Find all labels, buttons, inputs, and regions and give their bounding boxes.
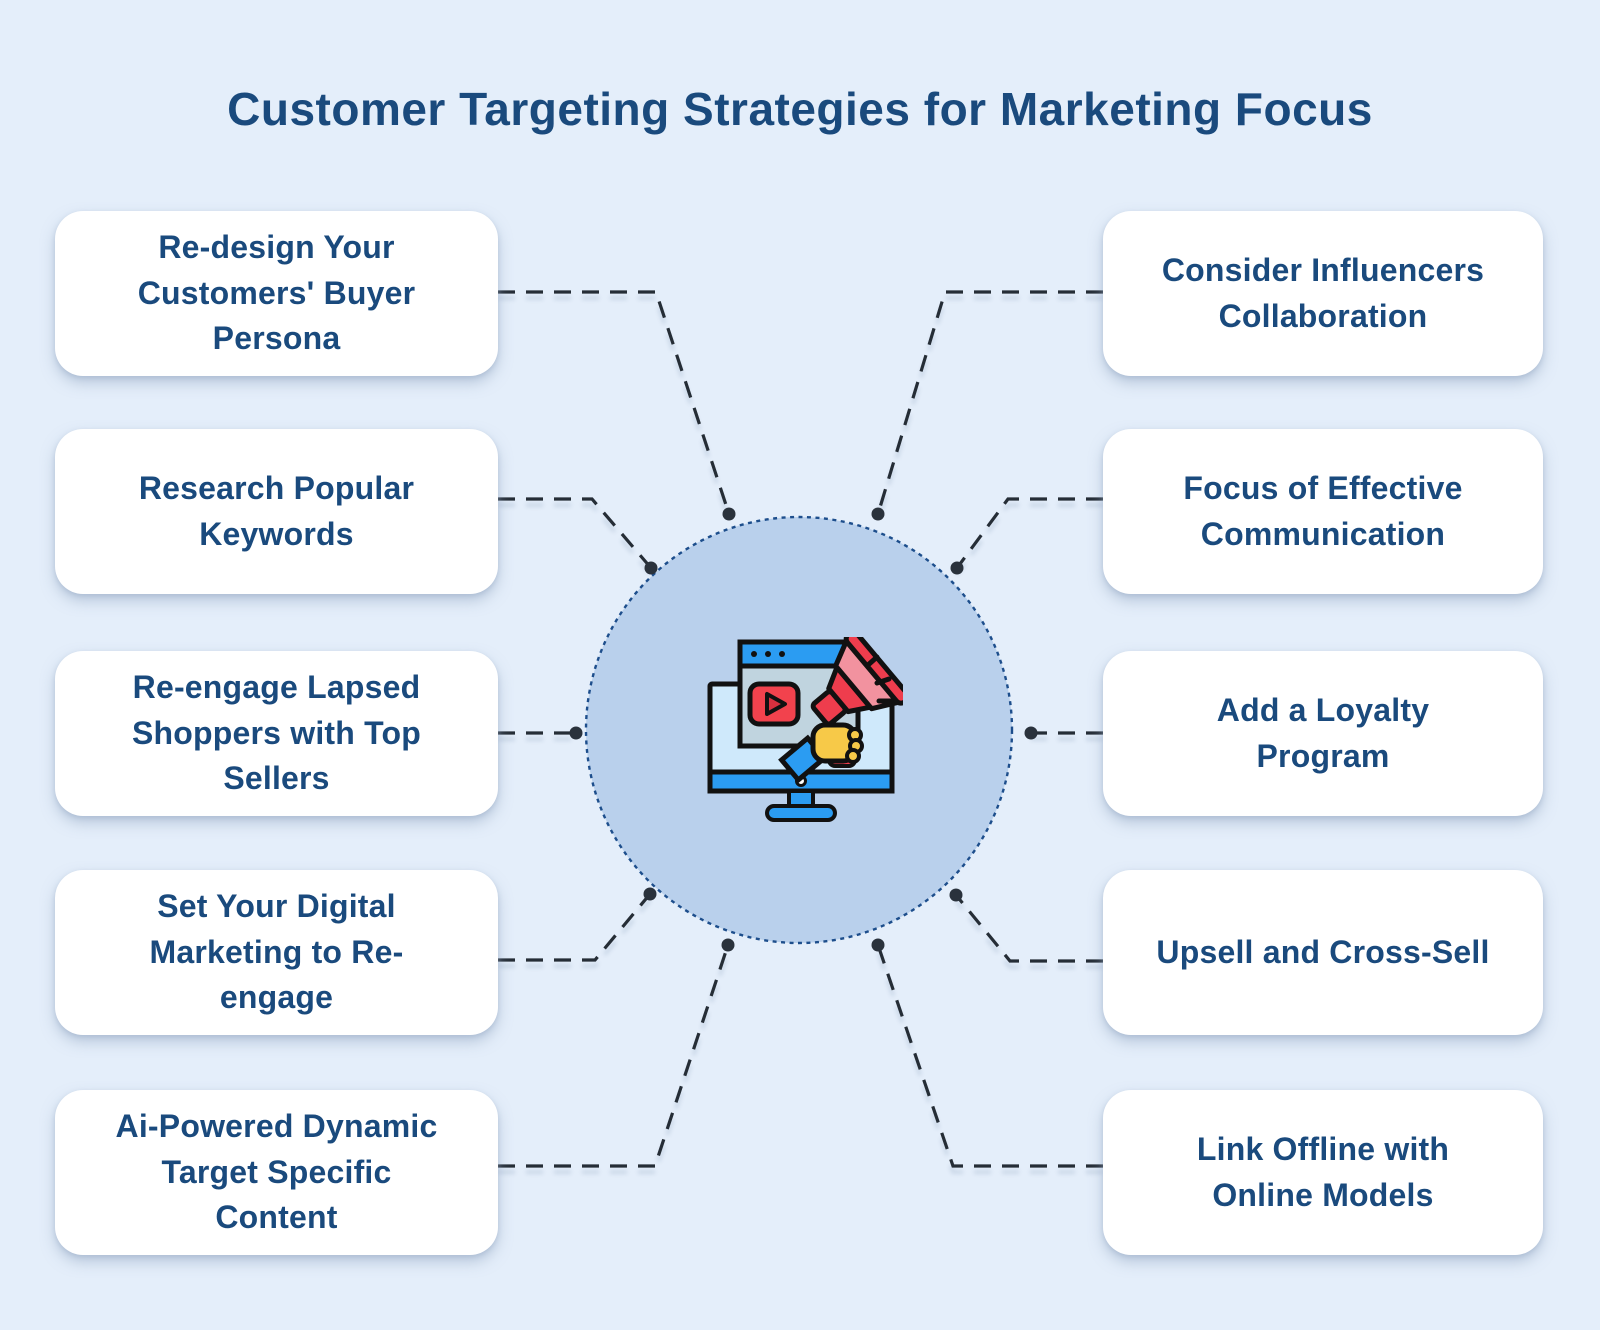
card-label: Ai-Powered Dynamic Target Specific Conte… bbox=[115, 1108, 438, 1236]
connector-line bbox=[498, 944, 730, 1168]
connector-line bbox=[498, 892, 652, 962]
connector-line bbox=[876, 290, 1103, 515]
connector-line bbox=[954, 893, 1103, 963]
connector-dot bbox=[721, 938, 735, 952]
page-title: Customer Targeting Strategies for Market… bbox=[227, 83, 1373, 135]
card-reengage-lapsed-shoppers: Re-engage Lapsed Shoppers with Top Selle… bbox=[55, 651, 498, 816]
video-marketing-illustration bbox=[707, 637, 903, 822]
connector-dot bbox=[871, 507, 885, 521]
card-label: Re-engage Lapsed Shoppers with Top Selle… bbox=[131, 669, 421, 797]
connector-shadow bbox=[498, 296, 1103, 1174]
connector-dot bbox=[644, 561, 658, 575]
hand-icon bbox=[778, 722, 864, 784]
connector-lines bbox=[498, 290, 1103, 1168]
card-ai-dynamic-content: Ai-Powered Dynamic Target Specific Conte… bbox=[55, 1090, 498, 1255]
card-label: Focus of Effective Communication bbox=[1183, 470, 1463, 552]
connector-dots bbox=[569, 507, 1038, 952]
connector-dot bbox=[950, 561, 964, 575]
card-effective-communication: Focus of Effective Communication bbox=[1103, 429, 1543, 594]
card-label: Re-design Your Customers' Buyer Persona bbox=[137, 229, 416, 357]
play-button-icon bbox=[747, 681, 801, 727]
connector-line bbox=[498, 290, 731, 515]
card-digital-marketing-reengage: Set Your Digital Marketing to Re- engage bbox=[55, 870, 498, 1035]
connector-dot bbox=[949, 888, 963, 902]
card-link-offline-online: Link Offline with Online Models bbox=[1103, 1090, 1543, 1255]
card-upsell-cross-sell: Upsell and Cross-Sell bbox=[1103, 870, 1543, 1035]
card-loyalty-program: Add a Loyalty Program bbox=[1103, 651, 1543, 816]
connector-line bbox=[498, 497, 653, 570]
sound-waves-icon bbox=[865, 654, 894, 704]
megaphone-icon bbox=[810, 637, 903, 727]
connector-dot bbox=[569, 726, 583, 740]
connector-dot bbox=[643, 887, 657, 901]
card-label: Link Offline with Online Models bbox=[1196, 1131, 1450, 1213]
connector-line bbox=[876, 944, 1103, 1168]
card-label: Research Popular Keywords bbox=[138, 470, 415, 552]
card-influencers-collaboration: Consider Influencers Collaboration bbox=[1103, 211, 1543, 376]
card-label: Consider Influencers Collaboration bbox=[1161, 252, 1485, 334]
card-label: Set Your Digital Marketing to Re- engage bbox=[149, 888, 404, 1016]
connector-dot bbox=[871, 938, 885, 952]
card-label: Add a Loyalty Program bbox=[1216, 692, 1430, 774]
connector-dot bbox=[1024, 726, 1038, 740]
card-redesign-buyer-persona: Re-design Your Customers' Buyer Persona bbox=[55, 211, 498, 376]
connector-dot bbox=[722, 507, 736, 521]
card-label: Upsell and Cross-Sell bbox=[1156, 933, 1490, 970]
connector-line bbox=[955, 497, 1103, 569]
card-research-keywords: Research Popular Keywords bbox=[55, 429, 498, 594]
